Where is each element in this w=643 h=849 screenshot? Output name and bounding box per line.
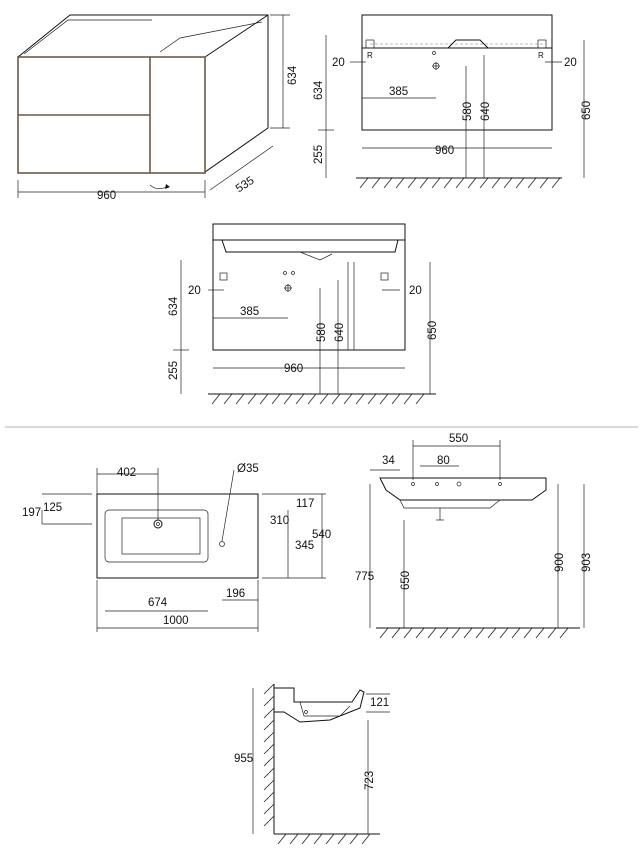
elev-d650: 650 [400, 571, 412, 590]
plan-hole-diameter: Ø35 [237, 463, 259, 475]
front-height-640: 640 [480, 102, 492, 121]
plan-d125: 125 [43, 502, 62, 514]
cabinet-isometric-view: 960 535 634 [17, 14, 299, 202]
iso-height-label: 634 [287, 65, 299, 85]
elev-d80: 80 [437, 455, 450, 467]
basin-front-height-640: 640 [334, 323, 346, 342]
front-overall-650: 650 [581, 101, 593, 120]
basin-front-height-580: 580 [316, 323, 328, 342]
svg-text:R: R [367, 51, 373, 60]
plan-d674: 674 [148, 597, 168, 609]
basin-front-pipe-offset: 385 [240, 306, 259, 318]
basin-front-height-634: 634 [168, 296, 180, 316]
front-left-offset: 20 [332, 57, 345, 69]
plan-d540: 540 [312, 529, 331, 541]
plan-d1000: 1000 [163, 615, 189, 627]
plan-d117: 117 [296, 498, 314, 510]
plan-d197: 197 [22, 507, 41, 519]
elev-d903: 903 [581, 553, 593, 572]
front-view-wall: R R 20 20 385 960 580 640 634 255 650 [313, 14, 593, 189]
front-height-255: 255 [313, 145, 325, 164]
plan-d310: 310 [270, 515, 289, 527]
basin-side-view: 955 121 723 [234, 683, 390, 845]
front-pipe-offset: 385 [389, 86, 408, 98]
basin-front-right-offset: 20 [409, 285, 422, 297]
front-right-offset: 20 [564, 57, 577, 69]
side-d121: 121 [370, 697, 389, 709]
side-d723: 723 [364, 771, 376, 790]
plan-d345: 345 [295, 540, 314, 552]
plan-offset-402: 402 [117, 467, 136, 479]
front-height-634: 634 [313, 80, 325, 100]
basin-front-height-255: 255 [168, 361, 180, 380]
svg-text:R: R [538, 51, 544, 60]
elev-d900: 900 [554, 553, 566, 572]
basin-elevation-view: 550 80 34 775 650 900 903 [355, 433, 593, 639]
basin-plan-view: 402 Ø35 125 197 117 310 345 540 674 196 … [22, 463, 331, 632]
elev-d775: 775 [355, 571, 374, 583]
elev-d34: 34 [382, 455, 395, 467]
elev-d550: 550 [449, 433, 468, 445]
front-width: 960 [435, 145, 454, 157]
plan-d196: 196 [226, 588, 245, 600]
basin-front-left-offset: 20 [188, 285, 201, 297]
iso-depth-label: 535 [234, 175, 257, 196]
front-height-580: 580 [462, 102, 474, 121]
basin-front-overall-650: 650 [427, 321, 439, 340]
front-view-with-basin: 20 20 385 960 580 640 634 255 650 [168, 223, 439, 405]
basin-front-width: 960 [284, 363, 303, 375]
side-d955: 955 [234, 753, 253, 765]
iso-width-label: 960 [97, 190, 116, 202]
